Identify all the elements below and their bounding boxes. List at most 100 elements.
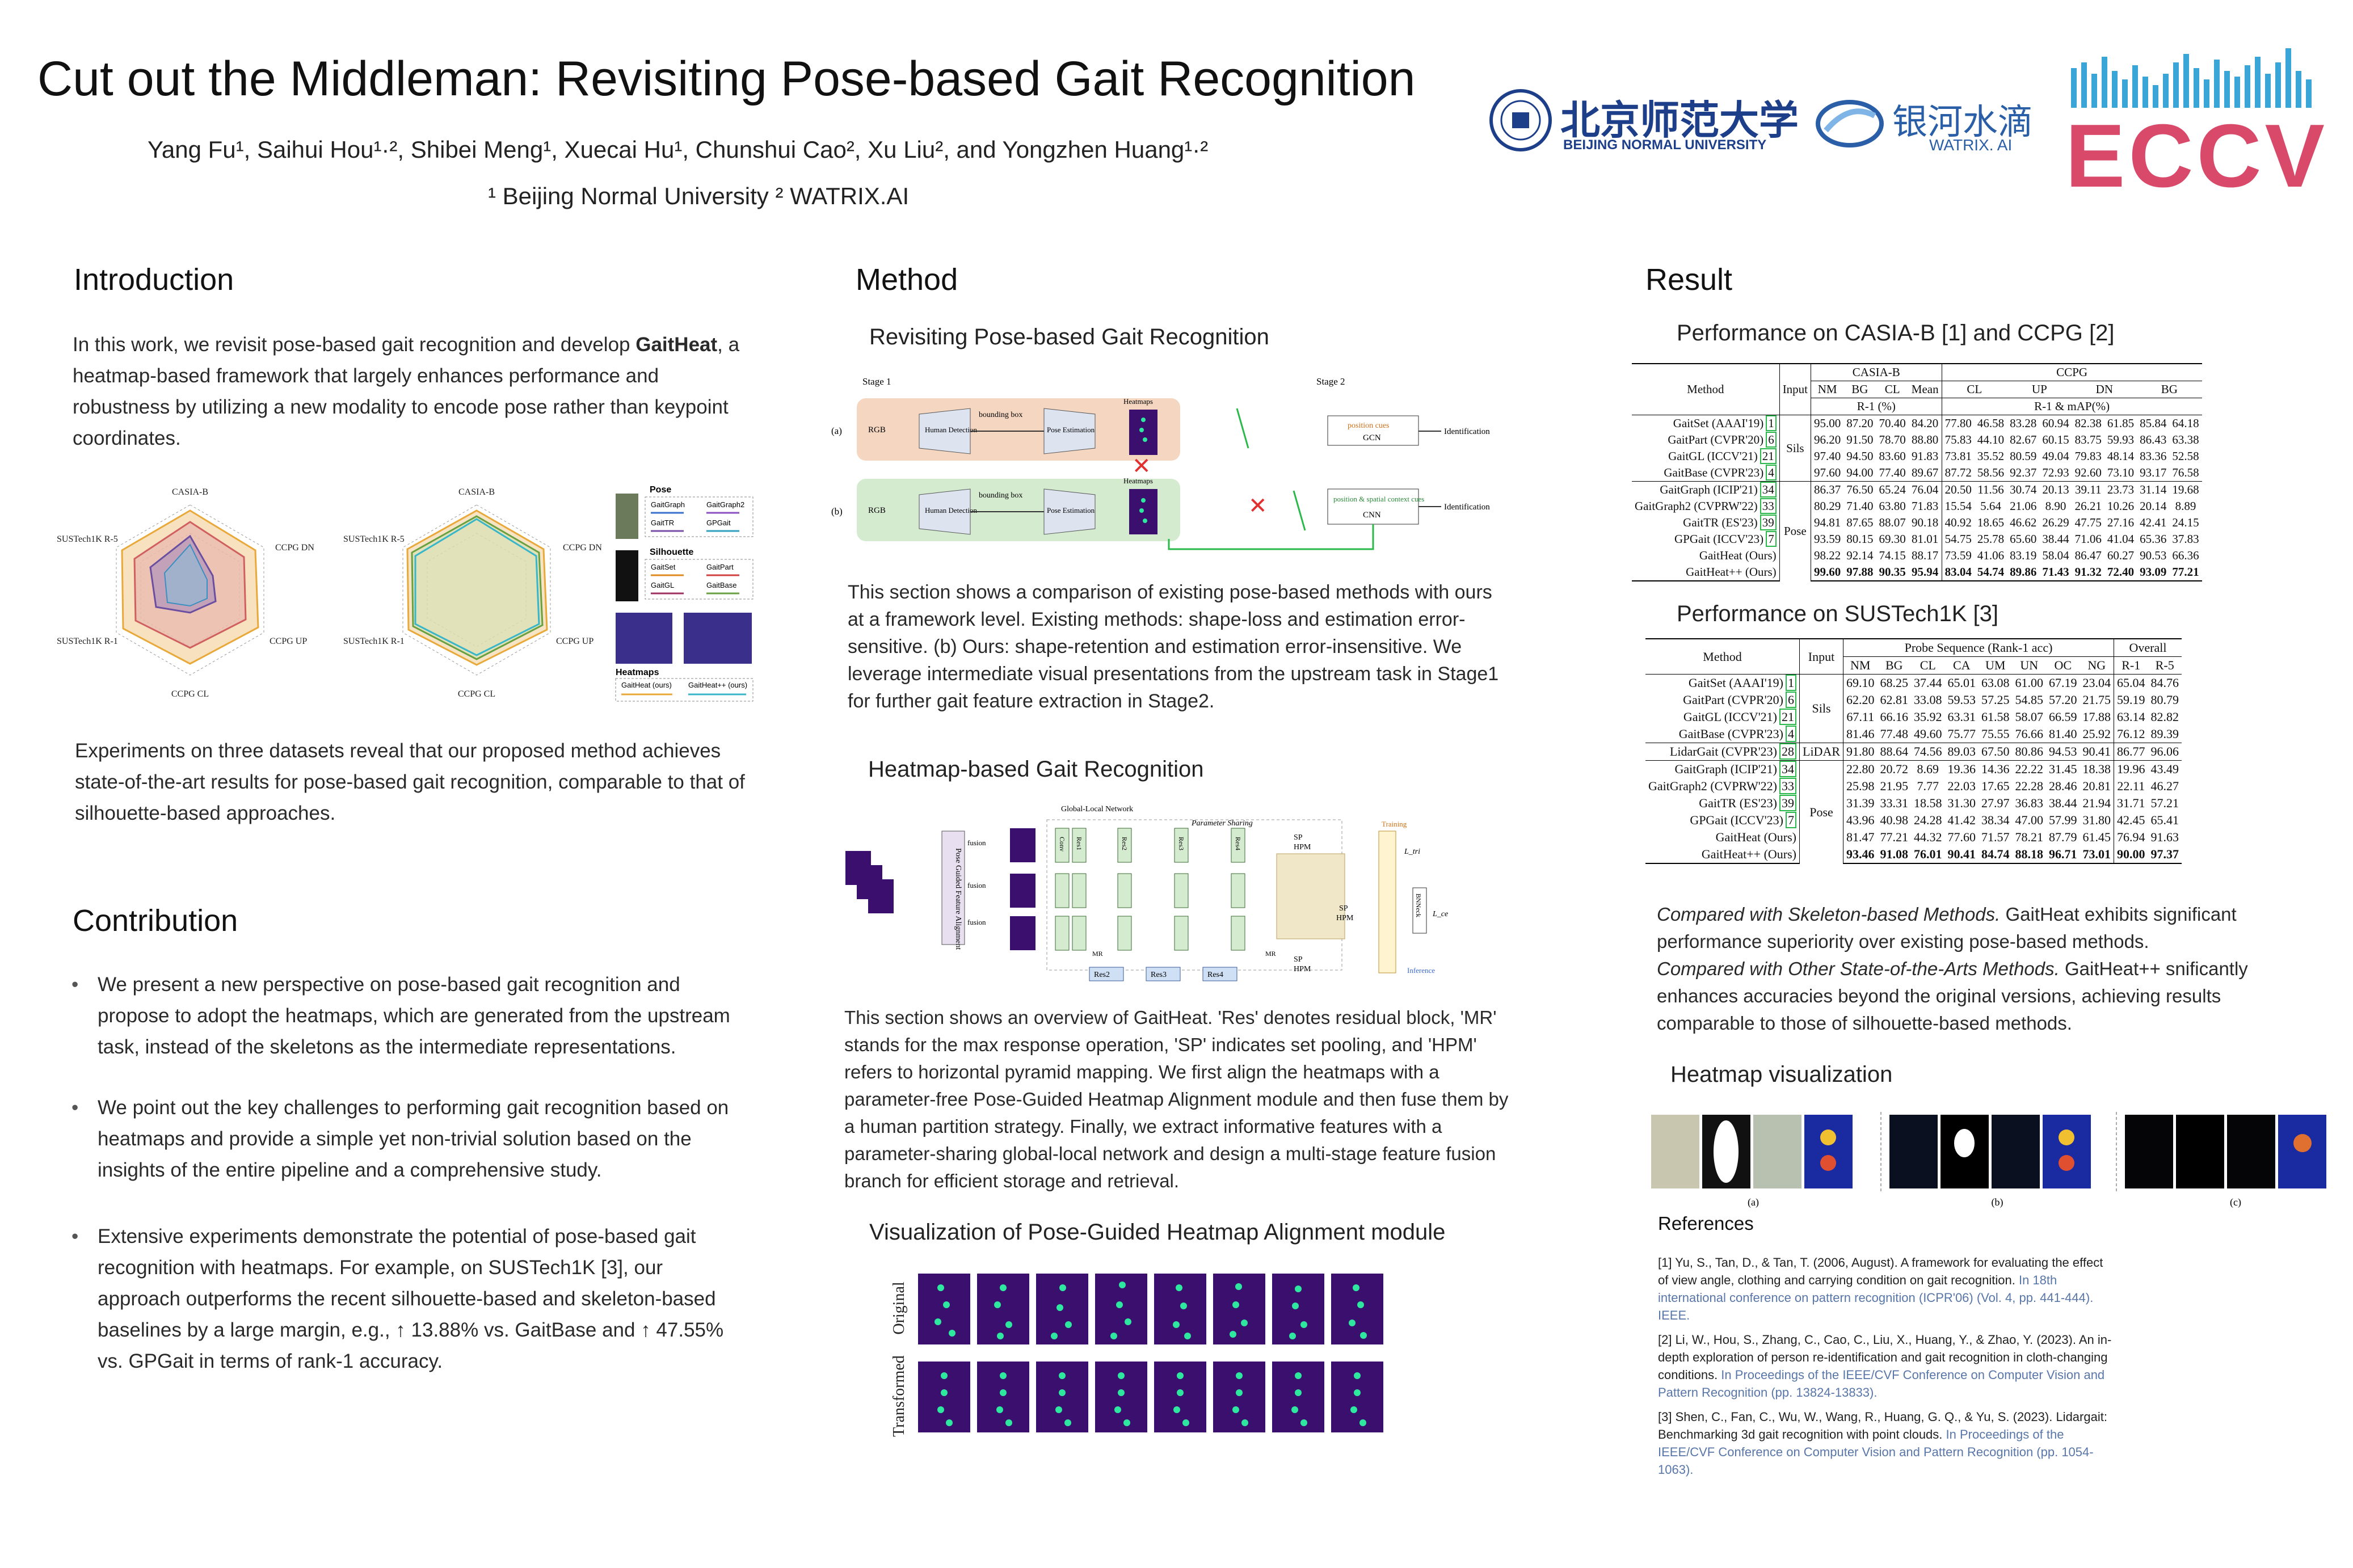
table-cell: 97.88 [1843, 564, 1876, 581]
introduction-heading: Introduction [74, 263, 234, 297]
table-cell: 71.83 [1908, 498, 1942, 515]
table-cell: Sils [1799, 674, 1843, 743]
table-cell: 47.75 [2074, 516, 2102, 529]
table-cell: 86.37 [1811, 481, 1844, 498]
table-cell: 8.69 [1911, 760, 1945, 778]
table-cell: 72.93 [2042, 466, 2069, 479]
original-row-label: Original [890, 1282, 908, 1335]
table-cell: 26.21 [2074, 499, 2102, 513]
citation-link[interactable]: 6 [1786, 692, 1796, 708]
table-cell: 41.04 [2107, 532, 2135, 546]
citation-link[interactable]: 6 [1766, 432, 1777, 448]
svg-text:Heatmaps: Heatmaps [1123, 397, 1153, 406]
table-cell: 60.94 [2042, 416, 2069, 430]
svg-text:fusion: fusion [967, 838, 986, 847]
table-cell: 80.15 [1846, 532, 1874, 546]
table-cell: 54.74 [1974, 564, 2007, 581]
table-cell: 65.41 [2150, 813, 2179, 827]
table-cell: 63.08 [1981, 676, 2010, 690]
svg-text:(c): (c) [2230, 1196, 2241, 1208]
citation-link[interactable]: 28 [1779, 743, 1796, 760]
citation-link[interactable]: 7 [1786, 812, 1796, 828]
citation-link[interactable]: 39 [1760, 515, 1777, 530]
citation-link[interactable]: 33 [1779, 778, 1796, 794]
method-cell: GaitGL (ICCV'21)21 [1645, 709, 1800, 726]
table-cell: 7.77 [1917, 779, 1939, 793]
citation-link[interactable]: 21 [1760, 448, 1777, 464]
method-sub-2: Heatmap-based Gait Recognition [868, 757, 1204, 782]
radar1-axis-label: CCPG UP [270, 637, 307, 646]
table-cell: 46.58 [1977, 416, 2005, 430]
table-cell: 88.07 [1879, 516, 1906, 529]
table-cell: Sils [1779, 415, 1812, 482]
svg-text:Res1: Res1 [1075, 837, 1083, 850]
method-sub-3: Visualization of Pose-Guided Heatmap Ali… [869, 1220, 1446, 1245]
watrix-logo: 银河水滴 WATRIX. AI [1816, 91, 2033, 159]
table-cell: R-1 [2114, 656, 2148, 675]
sustech-table-wrap: Method Input Probe Sequence (Rank-1 acc)… [1645, 638, 2182, 864]
method-name: GaitGraph (ICIP'21) [1674, 762, 1777, 776]
citation-link[interactable]: 34 [1760, 482, 1777, 498]
table-cell: 14.36 [1979, 760, 2013, 778]
citation-link[interactable]: 4 [1766, 465, 1777, 480]
table-cell: 22.11 [2117, 779, 2145, 793]
table-cell: CA [1944, 656, 1979, 675]
legend-heatmaps: Heatmaps [616, 668, 659, 677]
citation-link[interactable]: 34 [1779, 761, 1796, 777]
citation-link[interactable]: 4 [1786, 726, 1796, 742]
table-cell: 90.41 [1944, 846, 1979, 864]
table-cell: 10.26 [2107, 499, 2135, 513]
table-cell: 93.46 [1843, 846, 1878, 864]
table-cell: 90.35 [1876, 564, 1909, 581]
svg-text:✕: ✕ [1132, 453, 1151, 479]
table-cell: 41.42 [1947, 813, 1976, 827]
table-cell: 21.95 [1880, 779, 1909, 793]
table-cell: 97.60 [1814, 466, 1841, 479]
table-cell: 66.36 [2172, 549, 2199, 562]
legend-item: GaitHeat (ours) [621, 681, 672, 689]
radar1-axis-label: CCPG DN [275, 543, 314, 553]
author-list: Yang Fu¹, Saihui Hou¹·², Shibei Meng¹, X… [148, 136, 1209, 163]
table-cell: 82.82 [2150, 710, 2179, 724]
table-cell: 81.01 [1908, 531, 1942, 547]
reference-venue: In Proceedings of the IEEE/CVF Conferenc… [1658, 1427, 2094, 1477]
table-cell: 18.38 [2080, 760, 2114, 778]
table-cell: 68.25 [1880, 676, 1909, 690]
method-cell: GaitBase (CVPR'23)4 [1632, 465, 1779, 482]
th-col: BG [1843, 381, 1876, 398]
svg-text:Res2: Res2 [1094, 971, 1110, 979]
table-cell: 80.59 [2010, 449, 2037, 463]
table-cell: 84.20 [1908, 415, 1942, 432]
table-cell: 81.47 [1846, 830, 1875, 844]
transformed-row-label: Transformed [890, 1355, 908, 1437]
table-cell: 94.50 [1846, 449, 1874, 463]
intro-text-b: , a heatmap-based framework that largely… [73, 334, 740, 449]
citation-link[interactable]: 7 [1766, 531, 1777, 547]
citation-link[interactable]: 33 [1760, 498, 1777, 514]
svg-text:Parameter Sharing: Parameter Sharing [1191, 819, 1253, 828]
table-cell: 33.08 [1914, 693, 1942, 707]
reference-venue: In 18th international conference on patt… [1658, 1273, 2094, 1322]
table-cell: 67.19 [2049, 676, 2077, 690]
table-cell: 65.01 [1947, 676, 1976, 690]
table-cell: 24.15 [2172, 516, 2199, 529]
table-cell: 65.60 [2010, 532, 2037, 546]
citation-link[interactable]: 21 [1779, 709, 1796, 725]
table-cell: 61.00 [2015, 676, 2044, 690]
table-cell: 77.40 [1879, 466, 1906, 479]
table-cell: 20.81 [2080, 778, 2114, 795]
legend-silhouette: Silhouette [650, 547, 693, 557]
table-cell: 97.40 [1814, 449, 1841, 463]
table-cell: 37.83 [2172, 532, 2199, 546]
citation-link[interactable]: 39 [1779, 795, 1796, 811]
table-cell: 91.32 [2072, 564, 2104, 581]
citation-link[interactable]: 1 [1786, 675, 1796, 691]
table-cell: 31.80 [2080, 812, 2114, 829]
citation-link[interactable]: 1 [1766, 415, 1777, 431]
